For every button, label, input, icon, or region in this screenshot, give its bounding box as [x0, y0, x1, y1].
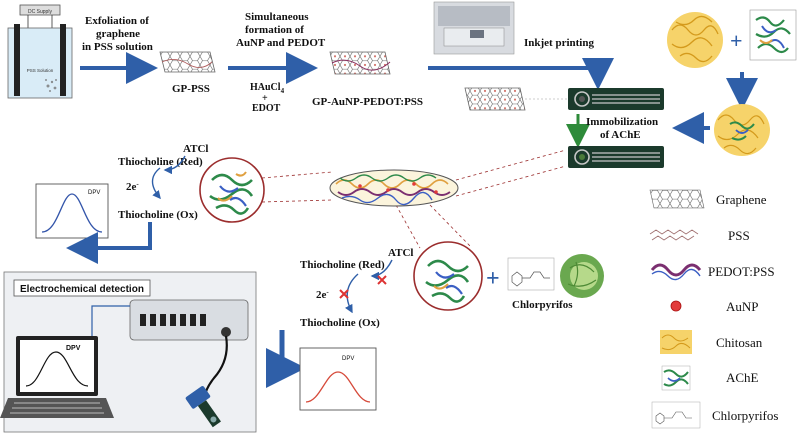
- pss-solution-label: PSS Solution: [27, 68, 54, 73]
- composite-ellipse: [329, 169, 459, 207]
- gp-aunp-label: GP-AuNP-PEDOT:PSS: [312, 96, 423, 108]
- thiocholine-ox-top: Thiocholine (Ox): [118, 209, 198, 221]
- arrow-inkjet: [428, 58, 614, 90]
- legend-swatch-ache: [661, 365, 691, 391]
- bubbles: [45, 79, 57, 92]
- gp-aunp-sheet: [329, 51, 391, 75]
- legend-label-pedot-pss: PEDOT:PSS: [708, 264, 775, 279]
- cabbage-image: [560, 254, 604, 298]
- dpv-top-curve: [41, 193, 103, 233]
- inkjet-printer-photo: [433, 1, 515, 55]
- immobilization-label: Immobilization of AChE: [586, 116, 661, 141]
- potentiostat: [129, 299, 249, 341]
- legend-swatch-chitosan: [660, 330, 692, 354]
- legend-swatch-aunp: [670, 300, 682, 312]
- electrochemical-cell: DC Supply PSS Solution: [7, 4, 73, 99]
- detection-title-box: [13, 279, 151, 297]
- oxidation-arrow-bottom: [344, 273, 359, 314]
- electrode-strip-bottom: [568, 146, 664, 168]
- atcl-bottom: ATCl: [388, 247, 413, 259]
- reagent-plus: +: [262, 93, 268, 104]
- legend-swatch-pss: [649, 229, 699, 241]
- inhibit-x-right: [377, 275, 387, 285]
- legend-label-chitosan: Chitosan: [716, 335, 763, 350]
- atcl-top: ATCl: [183, 143, 208, 155]
- plus-top-right: +: [730, 28, 743, 53]
- thiocholine-red-bottom: Thiocholine (Red): [300, 259, 385, 271]
- atcl-arrow-bottom: [370, 259, 393, 281]
- legend-label-graphene: Graphene: [716, 192, 767, 207]
- ache-zoom-circle-bottom: [413, 241, 483, 311]
- exfoliation-label: Exfoliation of graphene in PSS solution: [82, 15, 153, 53]
- electrode-left: [14, 24, 20, 96]
- laptop-dpv-label: DPV: [66, 345, 81, 352]
- simultaneous-label: Simultaneous formation of AuNP and PEDOT: [236, 11, 326, 49]
- thiocholine-ox-bottom: Thiocholine (Ox): [300, 317, 380, 329]
- inkjet-label: Inkjet printing: [524, 37, 594, 49]
- dpv-plot-top: DPV: [35, 183, 109, 239]
- dpv-plot-top-label: DPV: [88, 190, 100, 196]
- edot-label: EDOT: [252, 103, 281, 114]
- legend-item-pss: PSS: [649, 228, 750, 243]
- detection-title: Electrochemical detection: [20, 284, 144, 295]
- dc-supply-label: DC Supply: [28, 9, 52, 15]
- zoom-dashed-lines: [261, 149, 567, 249]
- legend: Graphene PSS PEDOT:PSS AuNP Chitosan ACh…: [649, 189, 778, 429]
- dpv-bottom-curve: [305, 371, 371, 403]
- legend-swatch-pedot: [650, 263, 702, 277]
- legend-label-aunp: AuNP: [726, 299, 759, 314]
- cable-laptop: [91, 305, 130, 336]
- legend-label-ache: AChE: [726, 370, 759, 385]
- gp-pss-sheet: [159, 51, 216, 73]
- dpv-plot-bottom: DPV: [299, 347, 377, 411]
- legend-swatch-chlorpyrifos: [651, 401, 701, 429]
- electrode-strip-top: [568, 88, 664, 110]
- chlorpyrifos-label: Chlorpyrifos: [512, 299, 573, 311]
- legend-item-chitosan: Chitosan: [660, 330, 763, 354]
- chitosan-ache-composite: [714, 104, 770, 156]
- ache-protein-top: [749, 9, 797, 61]
- chitosan-blob-top: [667, 12, 723, 68]
- arrow-to-dpv-bottom: [266, 330, 306, 388]
- gp-pss-label: GP-PSS: [172, 83, 210, 95]
- electrode-right: [60, 24, 66, 96]
- legend-item-pedot-pss: PEDOT:PSS: [650, 263, 775, 281]
- electrons-top: 2e-: [126, 180, 139, 193]
- legend-item-chlorpyrifos: Chlorpyrifos: [651, 401, 778, 429]
- plus-chlorpyrifos: +: [486, 266, 500, 292]
- legend-item-ache: AChE: [661, 365, 759, 391]
- ache-zoom-circle-top: [199, 157, 265, 223]
- legend-item-aunp: AuNP: [670, 299, 759, 314]
- legend-item-graphene: Graphene: [649, 189, 767, 209]
- dc-supply-box: [19, 4, 61, 16]
- dpv-plot-bottom-label: DPV: [342, 356, 354, 362]
- legend-label-pss: PSS: [728, 228, 750, 243]
- legend-swatch-graphene: [649, 189, 705, 209]
- haucl4-label: HAuCl4: [250, 82, 285, 95]
- electrons-bottom: 2e-: [316, 288, 329, 301]
- oxidation-arrow-top: [151, 167, 161, 200]
- inhibit-x-left: [339, 289, 349, 299]
- electrode-probe: [185, 386, 221, 428]
- atcl-arrow-top: [163, 155, 186, 175]
- arrow-to-dpv-top: [66, 222, 152, 264]
- printed-sheet: [464, 87, 570, 111]
- detection-panel: Electrochemical detection DPV: [0, 271, 257, 433]
- thiocholine-red-top: Thiocholine (Red): [118, 156, 203, 168]
- legend-label-chlorpyrifos: Chlorpyrifos: [712, 408, 778, 423]
- chlorpyrifos-structure: [507, 257, 555, 291]
